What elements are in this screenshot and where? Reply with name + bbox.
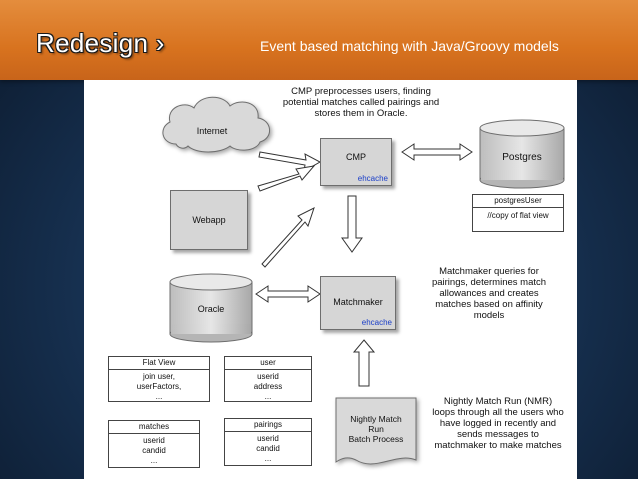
table-body: userid candid ... — [142, 436, 166, 465]
matchmaker-label: Matchmaker — [333, 297, 383, 307]
table-body: userid candid ... — [256, 434, 280, 463]
postgres-label: Postgres — [502, 152, 542, 163]
table-body: userid address ... — [253, 372, 283, 401]
oracle-label: Oracle — [197, 304, 225, 314]
arrow-cmp-to-matchmaker — [341, 195, 363, 253]
slide-header: Redesign › Event based matching with Jav… — [0, 0, 638, 80]
table-header: postgresUser — [473, 195, 563, 208]
arrow-webapp-to-cmp — [257, 165, 316, 192]
arrow-oracle-matchmaker — [255, 285, 321, 303]
cmp-node: CMP ehcache — [320, 138, 392, 186]
matches-table: matches userid candid ... — [108, 420, 200, 468]
postgres-user-table: postgresUser //copy of flat view — [472, 194, 564, 232]
nightly-batch-document-icon — [335, 397, 417, 465]
table-body: //copy of flat view — [487, 211, 549, 220]
cmp-ehcache-tag: ehcache — [357, 174, 388, 183]
diagram-shapes — [162, 96, 565, 465]
webapp-label: Webapp — [192, 215, 226, 225]
internet-cloud-icon — [162, 96, 270, 153]
arrow-nightly-to-matchmaker — [352, 339, 376, 387]
cmp-label: CMP — [346, 152, 366, 162]
postgres-database-icon — [479, 119, 565, 189]
webapp-node: Webapp — [170, 190, 248, 250]
table-header: pairings — [225, 419, 311, 432]
table-header: user — [225, 357, 311, 370]
oracle-database-icon — [169, 273, 253, 343]
matchmaker-node: Matchmaker ehcache — [320, 276, 396, 330]
table-header: matches — [109, 421, 199, 434]
table-body: join user, userFactors, ... — [136, 372, 182, 401]
pairings-table: pairings userid candid ... — [224, 418, 312, 466]
arrow-webapp-to-matchmaker — [261, 207, 315, 268]
internet-label: Internet — [196, 126, 228, 136]
arrow-cmp-postgres — [401, 143, 473, 161]
slide-subtitle: Event based matching with Java/Groovy mo… — [260, 38, 559, 54]
matchmaker-note: Matchmaker queries for pairings, determi… — [431, 266, 547, 321]
nmr-note: Nightly Match Run (NMR) loops through al… — [432, 396, 564, 451]
architecture-diagram: CMP preprocesses users, finding potentia… — [84, 80, 577, 479]
cmp-note: CMP preprocesses users, finding potentia… — [282, 86, 440, 119]
flat-view-table: Flat View join user, userFactors, ... — [108, 356, 210, 402]
slide-title: Redesign › — [36, 28, 165, 58]
table-header: Flat View — [109, 357, 209, 370]
matchmaker-ehcache-tag: ehcache — [361, 318, 392, 327]
user-table: user userid address ... — [224, 356, 312, 402]
nightly-batch-label: Nightly Match Run Batch Process — [348, 414, 404, 444]
